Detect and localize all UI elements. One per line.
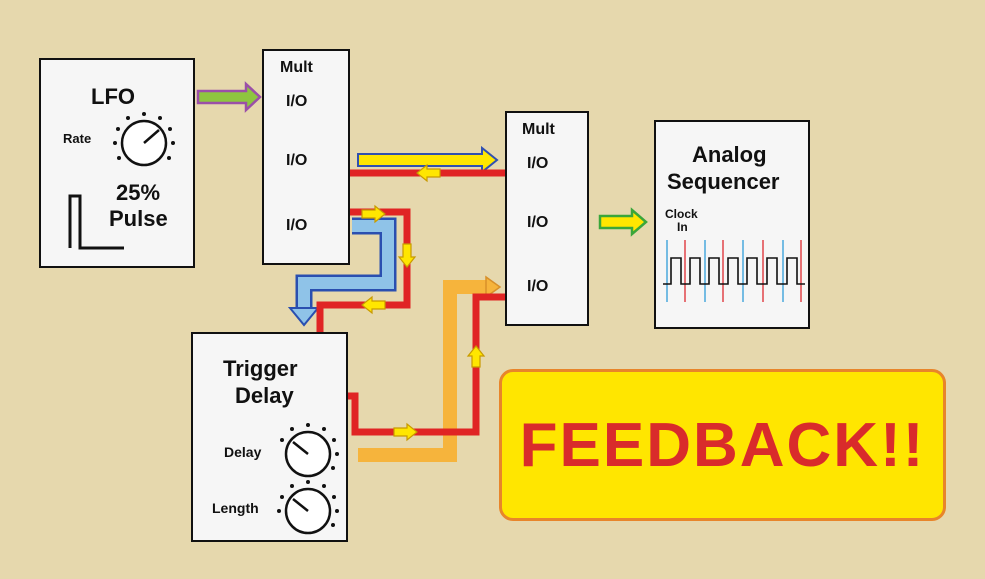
pulse-percent: 25% [116, 180, 161, 205]
length-label: Length [212, 500, 259, 516]
rate-knob-icon[interactable] [109, 108, 179, 178]
mult1-title: Mult [280, 59, 313, 76]
lfo-module: LFO Rate 25% Pulse [39, 58, 195, 268]
rate-label: Rate [63, 131, 92, 146]
length-knob-icon[interactable] [273, 477, 343, 543]
trigger-delay-title-line2: Delay [235, 383, 294, 408]
square-wave-icon [663, 240, 805, 302]
lfo-output-arrow-icon [196, 81, 262, 113]
mult2-jack-1[interactable]: I/O [527, 155, 549, 172]
mult2-title: Mult [522, 121, 555, 138]
mult2-jack-2[interactable]: I/O [527, 214, 549, 231]
trigger-delay-module: Trigger Delay Delay Length [191, 332, 348, 542]
mult2-jack-3[interactable]: I/O [527, 278, 549, 295]
trigger-delay-title-line1: Trigger [223, 356, 298, 381]
analog-sequencer-module: Analog Sequencer Clock In [654, 120, 810, 329]
mult1-jack-2[interactable]: I/O [286, 152, 308, 169]
sequencer-title-line1: Analog [692, 142, 767, 167]
feedback-banner: FEEDBACK!! [499, 369, 946, 521]
pulse-wave-icon [68, 194, 124, 250]
sequencer-title-line2: Sequencer [667, 169, 780, 194]
mult1-jack-3[interactable]: I/O [286, 217, 308, 234]
blue-cable-mult1-to-mult2 [357, 145, 499, 175]
orange-cable-to-mult2 [358, 275, 502, 462]
lfo-title: LFO [91, 84, 135, 109]
mult-module-1: Mult I/O I/O I/O [262, 49, 350, 265]
mult-to-sequencer-arrow-icon [598, 207, 648, 237]
pulse-label: Pulse [109, 206, 168, 231]
mult-module-2: Mult I/O I/O I/O [505, 111, 589, 326]
feedback-text: FEEDBACK!! [519, 410, 926, 480]
clock-in-label-line2: In [677, 220, 688, 234]
delay-label: Delay [224, 444, 262, 460]
blue-cable-to-trigger-delay [287, 217, 397, 327]
mult1-jack-1[interactable]: I/O [286, 93, 308, 110]
delay-knob-icon[interactable] [273, 420, 343, 486]
clock-in-label-line1: Clock [665, 207, 698, 221]
